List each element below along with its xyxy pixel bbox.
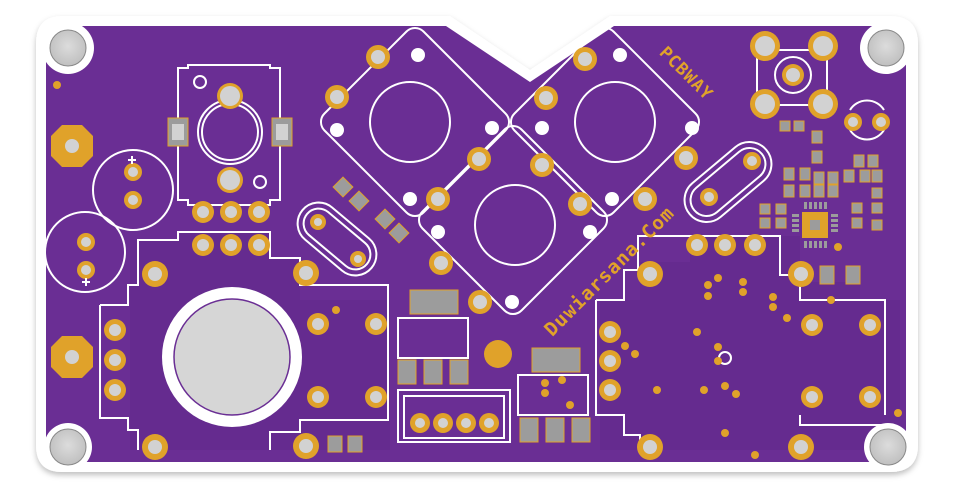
large-pad [162,287,302,427]
mounting-hole-tr [860,22,912,74]
mounting-hole-bl [44,423,92,471]
silk-marks [82,156,136,286]
silkscreen-outlines [44,26,886,450]
mounting-hole-tl [42,22,94,74]
vias [53,81,902,459]
through-hole-pads [65,31,890,460]
mounting-holes [42,22,912,471]
qfn-chip [792,202,838,248]
mounting-hole-br [864,423,912,471]
smd-pads [167,117,883,453]
